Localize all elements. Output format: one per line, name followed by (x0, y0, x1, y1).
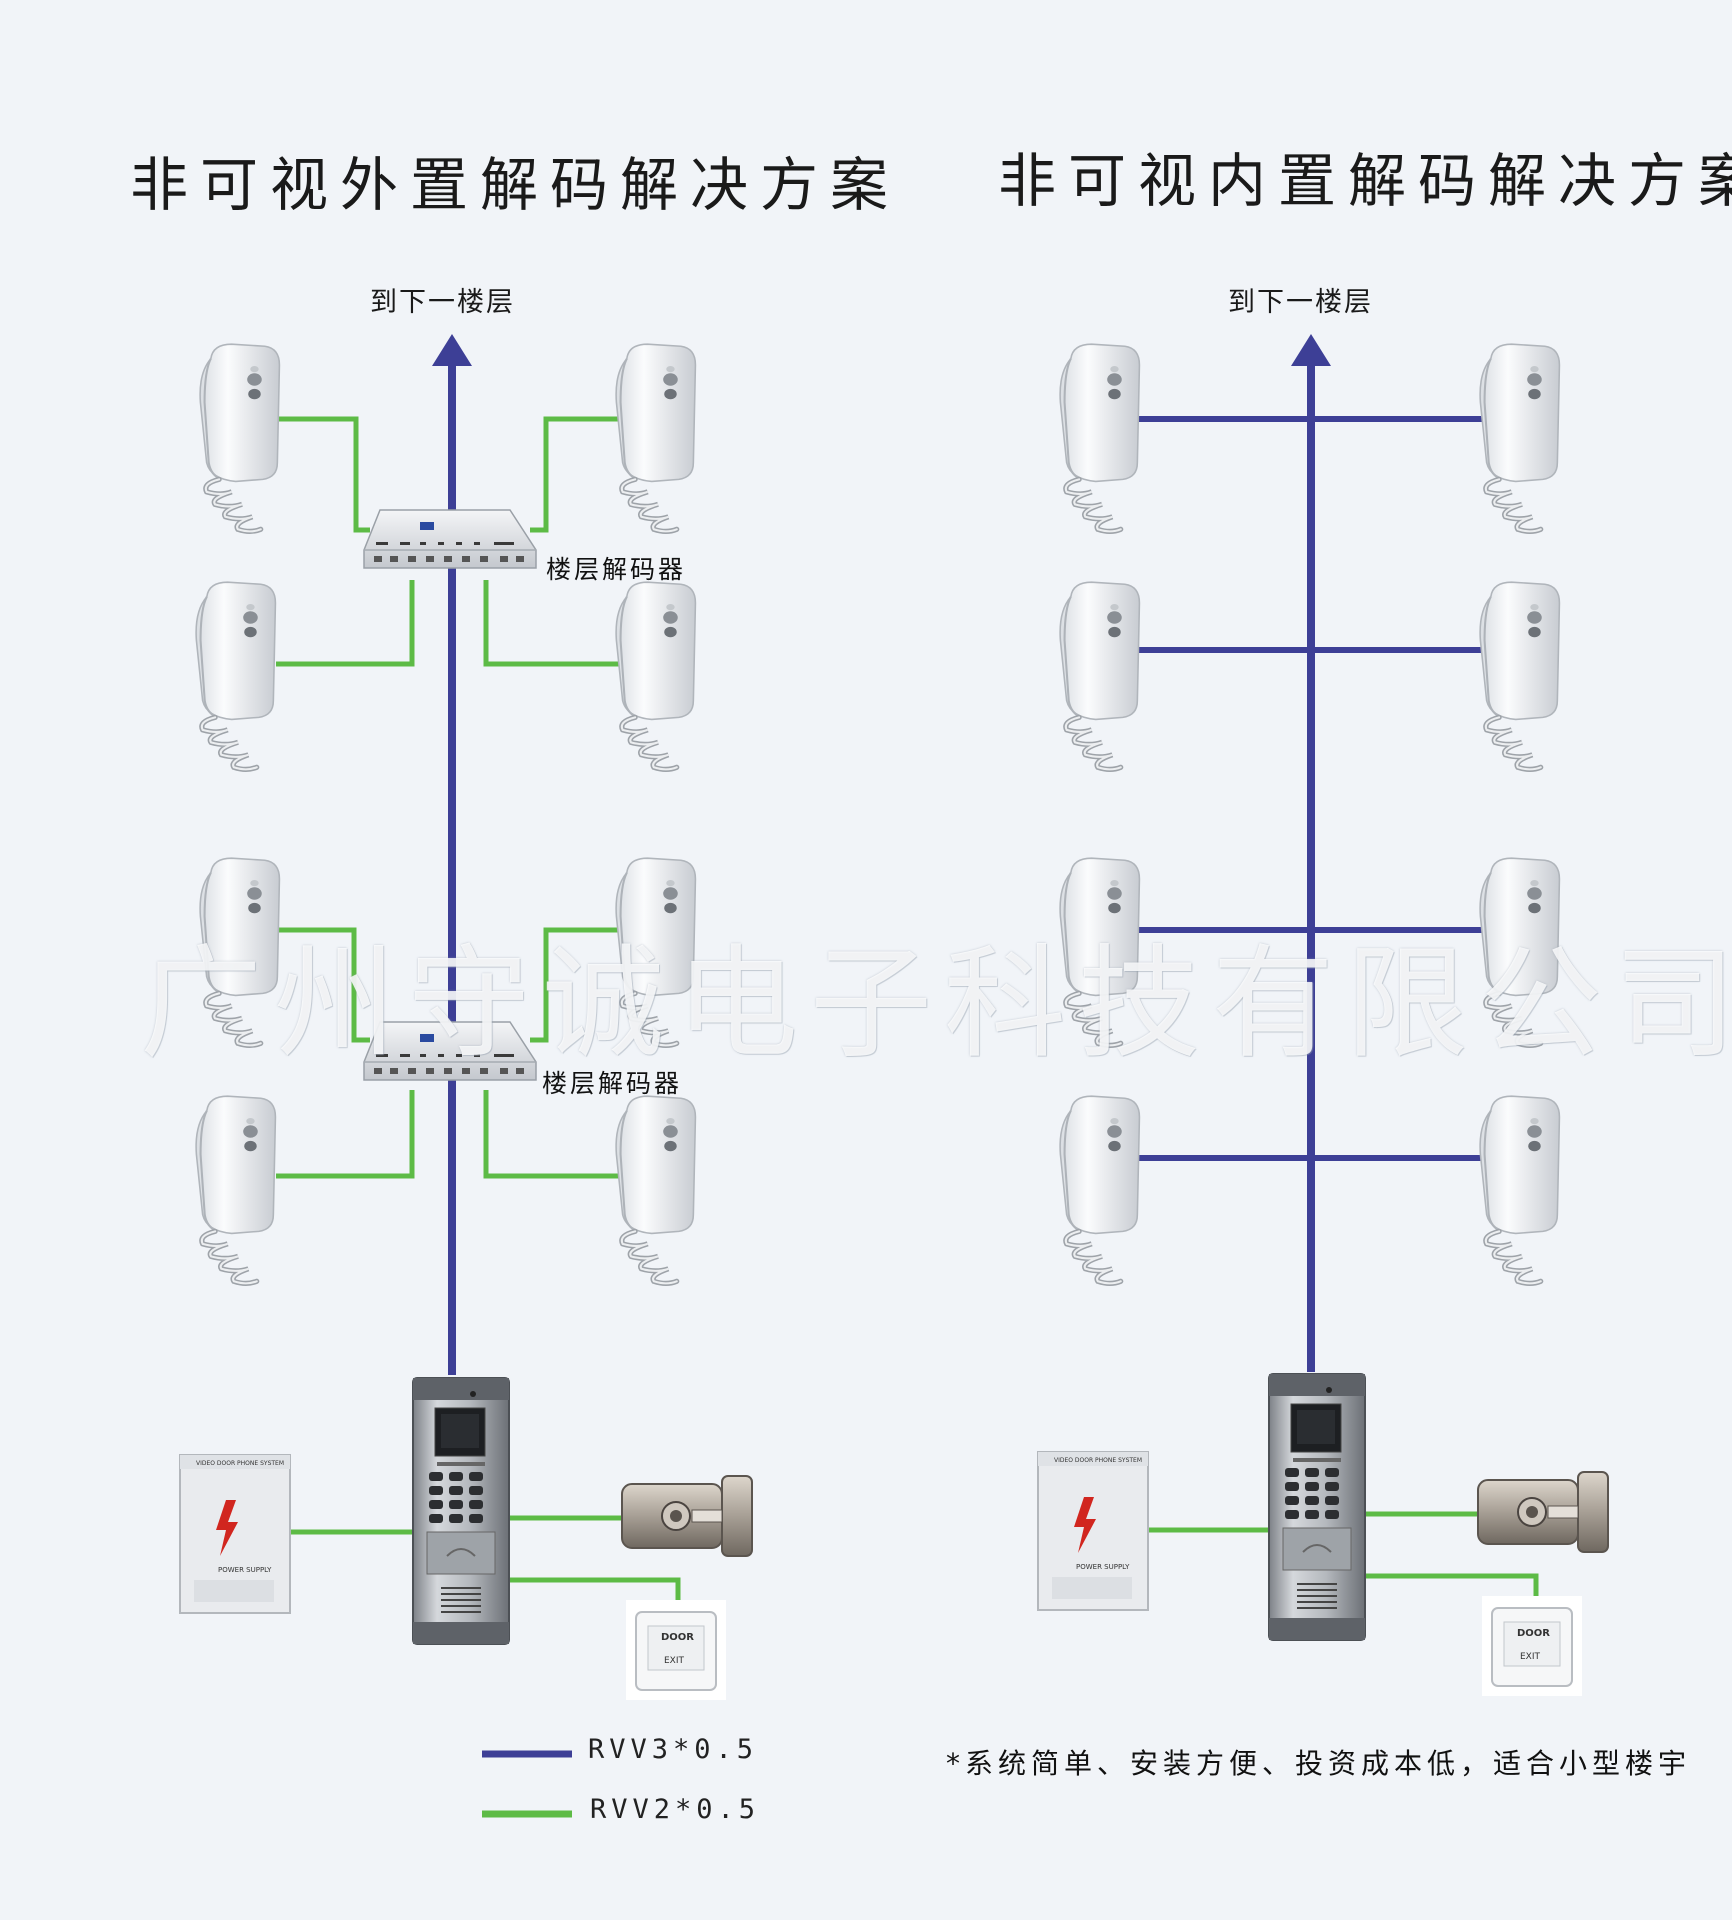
left-floor2-phone-br (616, 1096, 695, 1283)
right-power-supply-label: POWER SUPPLY (1076, 1563, 1130, 1571)
left-exit-button (626, 1600, 726, 1700)
right-exit-exit-text: EXIT (1520, 1652, 1541, 1662)
right-phone-2-left (1060, 582, 1139, 769)
legend-label-rvv3: RVV3*0.5 (588, 1734, 759, 1765)
left-decoder1-wiring (276, 416, 628, 667)
right-diagram (1037, 334, 1609, 1696)
right-phone-2-right (1480, 582, 1559, 769)
left-decoder-label-2: 楼层解码器 (542, 1069, 683, 1098)
right-title: 非可视内置解码解决方案 (998, 147, 1732, 215)
right-power-supply-header: VIDEO DOOR PHONE SYSTEM (1054, 1457, 1143, 1464)
left-diagram (179, 334, 753, 1700)
left-arrow-label: 到下一楼层 (370, 287, 515, 318)
right-power-supply (1037, 1451, 1149, 1611)
left-floor1-phone-br (616, 582, 695, 769)
left-power-supply-label: POWER SUPPLY (218, 1566, 272, 1574)
left-power-supply (179, 1454, 291, 1614)
right-phone-4-right (1480, 1096, 1559, 1283)
right-arrow-label: 到下一楼层 (1228, 287, 1373, 318)
left-title: 非可视外置解码解决方案 (130, 151, 901, 219)
right-phone-1-right (1480, 344, 1559, 531)
company-watermark: 广州守诚电子科技有限公司 (140, 933, 1732, 1075)
right-up-arrow (1291, 334, 1331, 366)
left-up-arrow (432, 334, 472, 366)
left-floor2-phone-bl (196, 1096, 275, 1283)
left-exit-door-text: DOOR (661, 1632, 695, 1643)
left-power-supply-header: VIDEO DOOR PHONE SYSTEM (196, 1460, 285, 1467)
left-electric-lock (621, 1475, 753, 1557)
right-exit-door-text: DOOR (1517, 1628, 1551, 1639)
right-phone-1-left (1060, 344, 1139, 531)
left-floor1-phone-bl (196, 582, 275, 769)
summary-note: *系统简单、安装方便、投资成本低，适合小型楼宇 (946, 1747, 1692, 1780)
left-decoder-label-1: 楼层解码器 (546, 555, 687, 584)
right-exit-button (1482, 1596, 1582, 1696)
left-floor1-phone-tl (200, 344, 279, 531)
right-phone-4-left (1060, 1096, 1139, 1283)
legend-label-rvv2: RVV2*0.5 (590, 1794, 761, 1825)
left-floor-decoder-1 (363, 509, 537, 569)
right-electric-lock (1477, 1471, 1609, 1553)
left-floor1-phone-tr (616, 344, 695, 531)
left-door-station (411, 1376, 511, 1646)
left-exit-exit-text: EXIT (664, 1656, 685, 1666)
left-decoder2-wiring (276, 927, 628, 1179)
right-door-station (1267, 1372, 1367, 1642)
